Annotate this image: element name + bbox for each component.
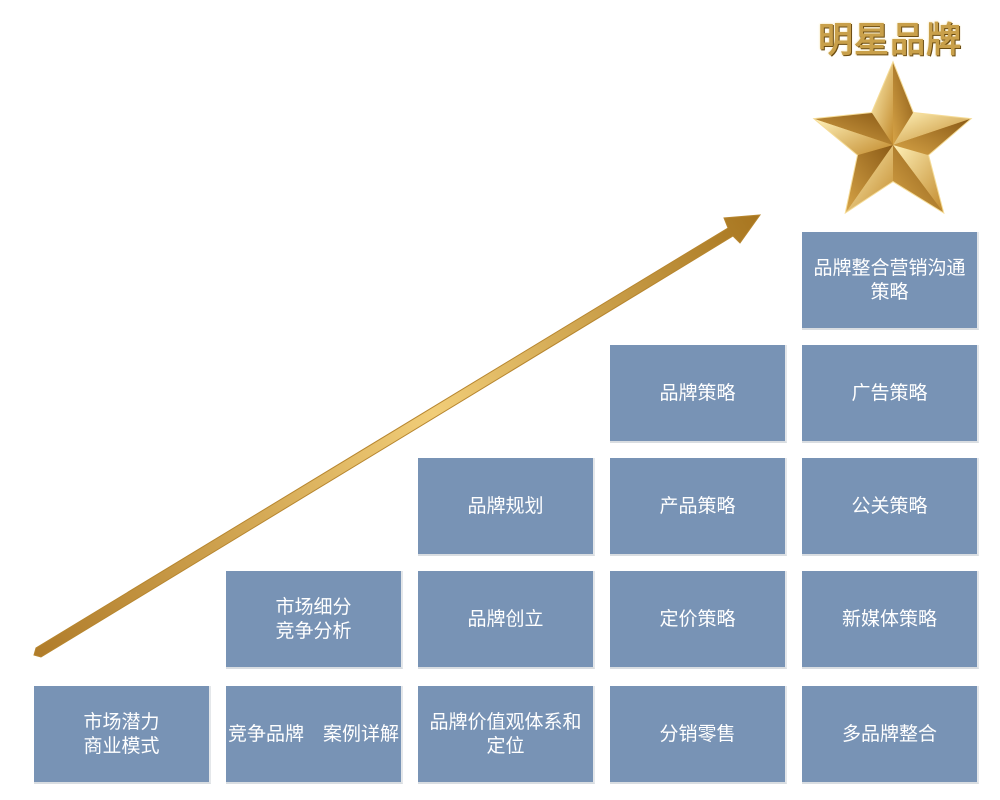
box-brand-planning: 品牌规划 <box>418 458 595 556</box>
growth-arrow-icon <box>33 214 762 658</box>
box-label: 定价策略 <box>659 608 736 630</box>
box-distribution-retail: 分销零售 <box>610 686 787 784</box>
box-label: 市场潜力 商业模式 <box>83 711 160 757</box>
box-new-media-strategy: 新媒体策略 <box>802 571 979 669</box>
box-label: 分销零售 <box>659 723 736 745</box>
box-brand-strategy: 品牌策略 <box>610 345 787 443</box>
box-imc-strategy: 品牌整合营销沟通 策略 <box>802 232 979 330</box>
box-competitor-brands: 竞争品牌 案例详解 <box>226 686 403 784</box>
box-label: 品牌整合营销沟通 策略 <box>813 257 966 303</box>
box-label: 新媒体策略 <box>841 608 937 630</box>
box-brand-creation: 品牌创立 <box>418 571 595 669</box>
box-market-potential: 市场潜力 商业模式 <box>34 686 211 784</box>
box-label: 市场细分 竞争分析 <box>275 596 352 642</box>
box-label: 品牌创立 <box>467 608 544 630</box>
box-pricing-strategy: 定价策略 <box>610 571 787 669</box>
box-label: 品牌规划 <box>467 495 544 517</box>
box-advertising-strategy: 广告策略 <box>802 345 979 443</box>
box-market-segmentation: 市场细分 竞争分析 <box>226 571 403 669</box>
gold-star-icon <box>812 60 973 215</box>
box-label: 多品牌整合 <box>841 723 937 745</box>
box-label: 品牌策略 <box>659 382 736 404</box>
box-label: 竞争品牌 案例详解 <box>227 723 399 745</box>
box-brand-values: 品牌价值观体系和 定位 <box>418 686 595 784</box>
box-pr-strategy: 公关策略 <box>802 458 979 556</box>
box-multi-brand-integration: 多品牌整合 <box>802 686 979 784</box>
box-label: 产品策略 <box>659 495 736 517</box>
box-product-strategy: 产品策略 <box>610 458 787 556</box>
page-title: 明星品牌 <box>818 21 963 61</box>
box-label: 广告策略 <box>851 382 928 404</box>
box-label: 公关策略 <box>851 495 928 517</box>
box-label: 品牌价值观体系和 定位 <box>429 711 582 757</box>
